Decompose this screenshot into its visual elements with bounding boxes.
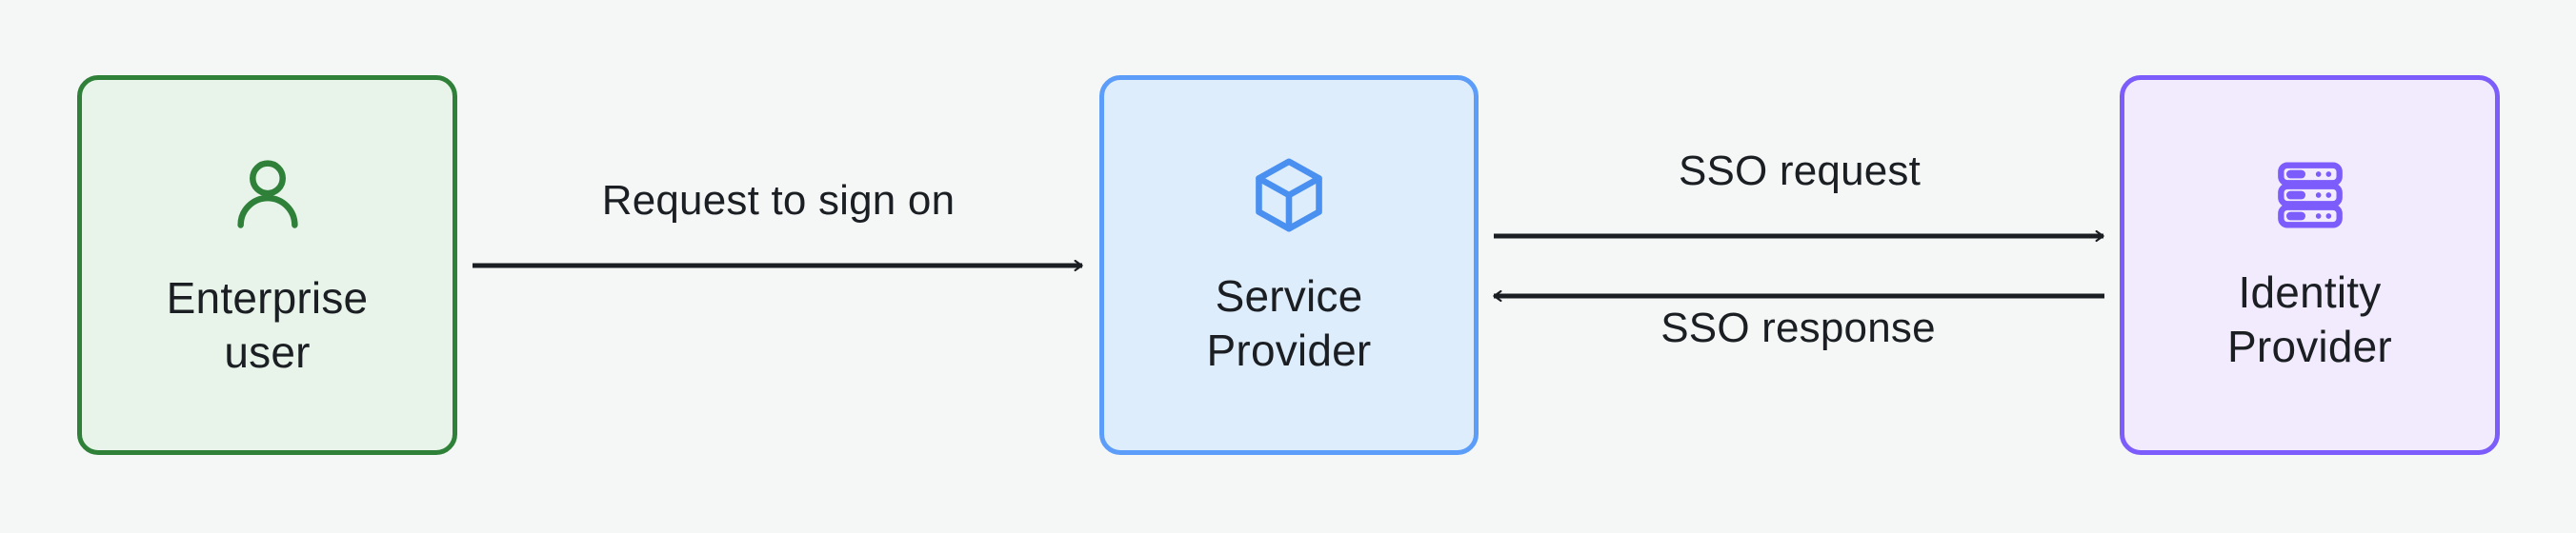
cube-icon (1247, 153, 1331, 237)
node-label-enterprise-user: Enterprise user (166, 273, 369, 377)
user-icon (224, 151, 312, 239)
node-label-service-provider: Service Provider (1206, 271, 1372, 375)
node-label-identity-provider: Identity Provider (2227, 267, 2392, 371)
edge-label-sso-response: SSO response (1660, 305, 1936, 351)
edge-label-request-to-sign-on: Request to sign on (601, 177, 956, 224)
node-identity-provider[interactable]: Identity Provider (2120, 75, 2500, 455)
server-icon (2272, 157, 2348, 233)
node-enterprise-user[interactable]: Enterprise user (77, 75, 457, 455)
edge-label-sso-request: SSO request (1678, 148, 1922, 194)
node-service-provider[interactable]: Service Provider (1099, 75, 1479, 455)
